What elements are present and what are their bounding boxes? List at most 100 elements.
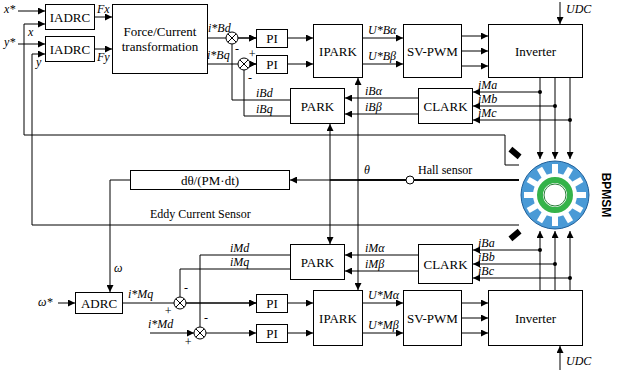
- block-label: Inverter: [515, 44, 556, 59]
- signal-connector: [32, 54, 519, 225]
- signal-label: iBβ: [365, 101, 382, 114]
- block-box: PI: [256, 55, 288, 74]
- block-label: dθ/(PM·dt): [181, 173, 239, 188]
- block-box: Inverter: [488, 290, 583, 346]
- signal-label: iBb: [478, 251, 495, 264]
- signal-connector: [200, 255, 290, 333]
- block-label: IPARK: [319, 311, 357, 326]
- block-box: PI: [256, 324, 288, 343]
- signal-label: iMa: [478, 79, 497, 92]
- block-box: PARK: [290, 244, 345, 280]
- block-box: dθ/(PM·dt): [130, 170, 290, 190]
- eddy-sensor-symbol: [508, 229, 521, 241]
- signal-connector: [462, 303, 488, 304]
- block-label: SV-PWM: [407, 311, 458, 326]
- signal-connector: [288, 333, 313, 334]
- block-box: IADRC: [45, 36, 95, 62]
- signal-label: i*Bd: [208, 22, 231, 35]
- block-label: PARK: [301, 99, 334, 114]
- signal-connector: [95, 17, 112, 18]
- signal-connector: [288, 303, 313, 304]
- block-label: PI: [266, 326, 278, 341]
- block-label: Force/Current transformation: [113, 24, 207, 54]
- block-label: CLARK: [423, 257, 467, 272]
- signal-label: U*Bβ: [368, 50, 396, 63]
- signal-connector: [570, 231, 571, 290]
- motor-node: BPMSM: [519, 159, 591, 231]
- signal-label: ω*: [38, 296, 52, 309]
- signal-connector: [24, 24, 519, 165]
- block-box: PARK: [290, 88, 345, 124]
- signal-label: -: [235, 43, 239, 56]
- signal-connector: [462, 66, 488, 67]
- signal-label: Fx: [97, 3, 110, 16]
- signal-connector: [290, 180, 519, 181]
- signal-connector: [358, 180, 519, 290]
- eddy-sensor-symbol: [508, 147, 521, 159]
- block-label: IADRC: [50, 42, 90, 57]
- block-box: Force/Current transformation: [112, 4, 208, 74]
- signal-connector: [358, 78, 519, 180]
- signal-label: iBc: [478, 265, 494, 278]
- signal-label: -: [184, 282, 188, 295]
- signal-label: i*Bq: [207, 49, 230, 62]
- hall-sensor-symbol: [406, 176, 414, 184]
- sensor-label: Hall sensor: [418, 164, 472, 177]
- sensor-label: Eddy Current Sensor: [150, 208, 251, 221]
- signal-connector: [363, 303, 403, 304]
- block-box: PI: [256, 294, 288, 313]
- signal-label: +: [248, 48, 256, 61]
- tap-dots: [538, 90, 572, 280]
- signal-connector: [110, 180, 130, 292]
- signal-label: θ: [364, 164, 370, 177]
- block-box: SV-PWM: [403, 290, 462, 346]
- signal-connector: [555, 231, 556, 290]
- motor-symbol: [519, 159, 591, 231]
- block-box: IPARK: [313, 290, 363, 346]
- signal-label: x: [28, 26, 33, 39]
- signal-label: i*Mq: [128, 288, 153, 301]
- signal-connector: [95, 49, 112, 50]
- signal-label: UDC: [566, 355, 591, 368]
- signal-connector: [462, 318, 488, 319]
- signal-label: iMb: [478, 93, 497, 106]
- signal-connector: [363, 64, 403, 65]
- block-label: PARK: [301, 255, 334, 270]
- signal-label: UDC: [566, 3, 591, 16]
- signal-label: iMβ: [365, 258, 384, 271]
- signal-connector: [288, 38, 313, 39]
- signal-label: x*: [4, 3, 15, 16]
- signal-label: iBa: [478, 237, 495, 250]
- signal-label: Fy: [97, 51, 110, 64]
- signal-label: U*Bα: [368, 24, 396, 37]
- signal-label: iMq: [230, 256, 249, 269]
- block-label: CLARK: [423, 99, 467, 114]
- signal-label: +: [164, 305, 172, 318]
- block-label: PI: [266, 296, 278, 311]
- block-box: SV-PWM: [403, 24, 462, 78]
- summing-junctions: [174, 32, 250, 339]
- block-label: SV-PWM: [407, 44, 458, 59]
- signal-connector: [462, 333, 488, 334]
- signal-connector: [462, 36, 488, 37]
- signal-connector: [363, 333, 403, 334]
- signal-label: y: [36, 56, 41, 69]
- block-label: IPARK: [319, 44, 357, 59]
- signal-connector: [363, 38, 403, 39]
- signal-label: -: [248, 72, 252, 85]
- signal-label: iBq: [256, 103, 273, 116]
- motor-label: BPMSM: [599, 173, 613, 218]
- signal-label: iMd: [230, 242, 249, 255]
- block-label: IADRC: [50, 10, 90, 25]
- signal-label: iBd: [256, 87, 273, 100]
- signal-connector: [555, 78, 556, 159]
- block-box: CLARK: [418, 244, 473, 284]
- block-label: Inverter: [515, 311, 556, 326]
- signal-label: U*Mβ: [368, 319, 399, 332]
- signal-label: i*Md: [148, 318, 173, 331]
- signal-label: y*: [4, 36, 15, 49]
- signal-label: +: [184, 336, 192, 349]
- signal-connector: [540, 231, 541, 290]
